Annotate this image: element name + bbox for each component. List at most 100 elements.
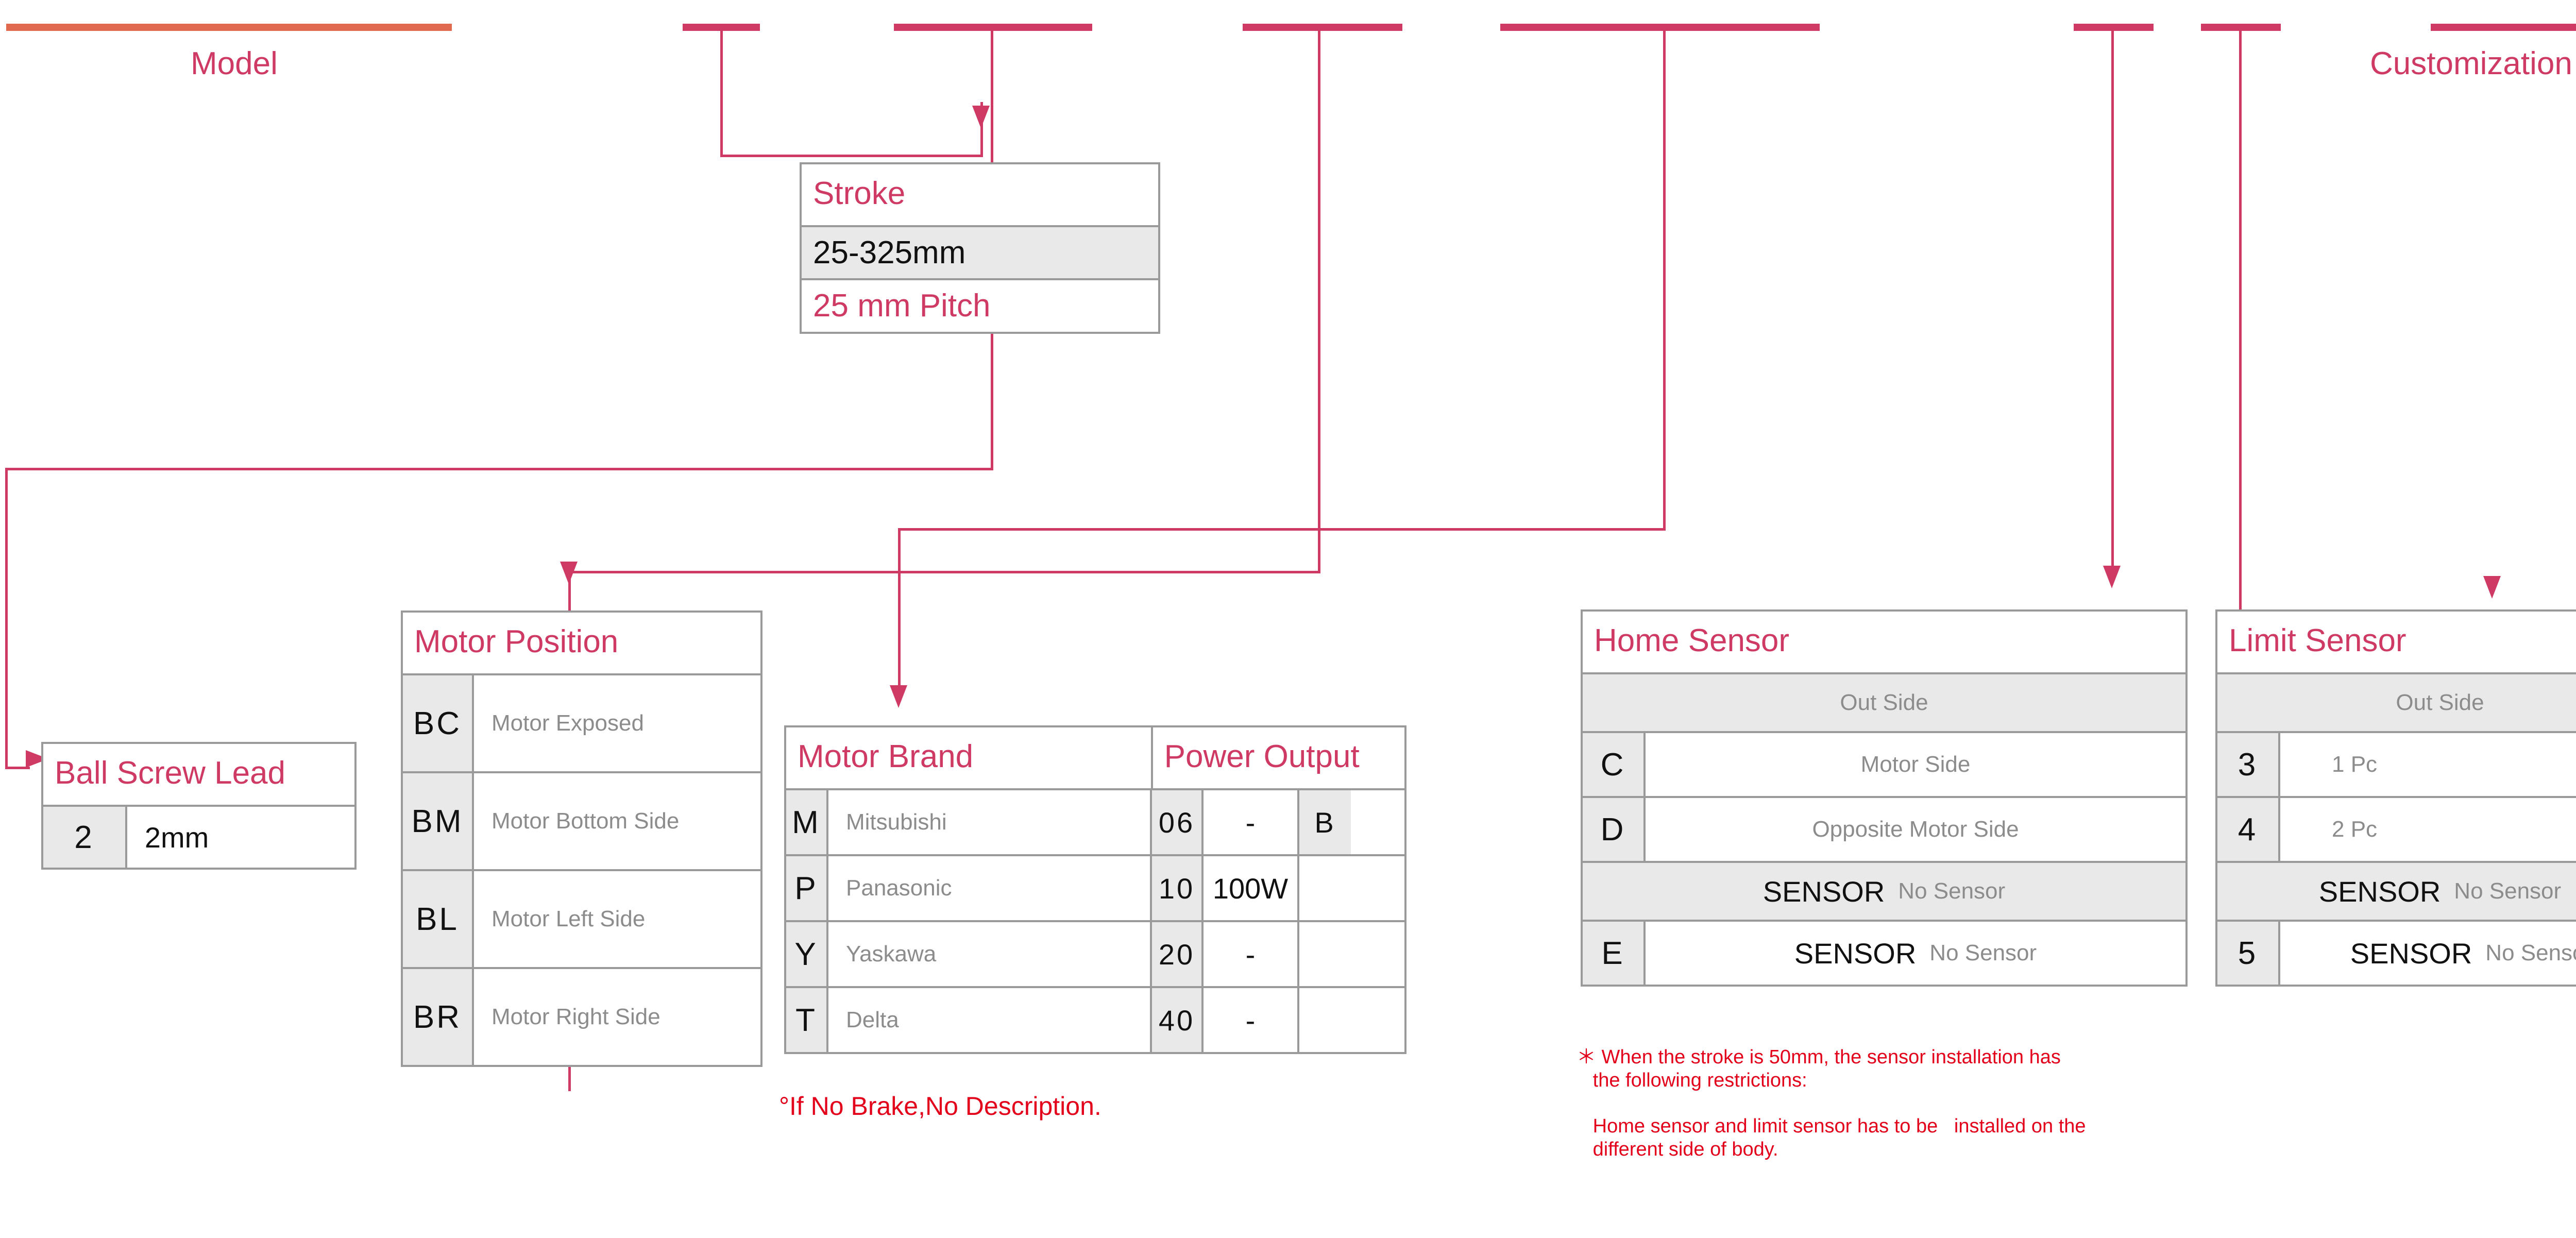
home-sensor-subheader: Out Side xyxy=(1840,690,1928,715)
connector-bsl-v2 xyxy=(5,468,8,768)
motor-brand-code-0: M xyxy=(786,790,826,854)
table-row: BC Motor Exposed xyxy=(403,673,760,771)
motor-position-code-0: BC xyxy=(403,675,472,771)
connector-mb-v1 xyxy=(1663,27,1666,530)
power-output-brake-2 xyxy=(1297,922,1351,986)
motor-position-code-2: BL xyxy=(403,871,472,967)
connector-bsl-h1 xyxy=(5,468,993,470)
code-segment-5 xyxy=(1500,24,1820,31)
table-row: E SENSOR No Sensor xyxy=(1583,920,2185,985)
limit-sensor-desc-1: 2 Pc xyxy=(2278,798,2576,861)
connector-hs-v1 xyxy=(2111,27,2114,573)
limit-sensor-sensor-strong: SENSOR xyxy=(2318,875,2441,908)
ball-screw-lead-title: Ball Screw Lead xyxy=(55,755,286,791)
connector-bsl-h2 xyxy=(5,767,30,769)
limit-sensor-desc-0: 1 Pc xyxy=(2278,733,2576,796)
motor-brand-code-2: Y xyxy=(786,922,826,986)
brake-note: °If No Brake,No Description. xyxy=(779,1092,1101,1121)
stroke-range: 25-325mm xyxy=(802,225,1158,279)
motor-brand-desc-0: Mitsubishi xyxy=(826,790,1150,854)
limit-sensor-subheader-row: Out Side xyxy=(2217,672,2576,731)
limit-sensor-sensor-header: SENSOR No Sensor xyxy=(2217,863,2576,920)
motor-brand-code-3: T xyxy=(786,988,826,1052)
connector-mb-h1 xyxy=(898,528,1666,531)
limit-sensor-subheader: Out Side xyxy=(2396,690,2484,715)
home-sensor-code-2: E xyxy=(1583,922,1643,985)
limit-sensor-sensor-light: No Sensor xyxy=(2454,878,2562,904)
arrow-motor-brand xyxy=(890,685,907,708)
motor-position-code-1: BM xyxy=(403,773,472,869)
home-sensor-title: Home Sensor xyxy=(1594,623,1790,658)
power-output-code-2: 20 xyxy=(1150,922,1201,986)
motor-brand-code-1: P xyxy=(786,856,826,920)
connector-mp-h1 xyxy=(568,571,1320,573)
table-row: 5 SENSOR No Sensor xyxy=(2217,920,2576,985)
table-row: 2 2mm xyxy=(43,805,354,868)
arrow-stroke xyxy=(972,106,990,128)
home-sensor-desc-1: Opposite Motor Side xyxy=(1643,798,2185,861)
motor-position-box: Motor Position BC Motor Exposed BM Motor… xyxy=(401,610,762,1067)
connector-mb-v2 xyxy=(898,528,901,696)
table-row: C Motor Side xyxy=(1583,731,2185,796)
limit-sensor-code-2: 5 xyxy=(2217,922,2278,985)
motor-brand-desc-3: Delta xyxy=(826,988,1150,1052)
table-row: T Delta 40 - xyxy=(786,986,1404,1052)
arrow-home-sensor xyxy=(2103,566,2121,588)
table-row: 3 1 Pc xyxy=(2217,731,2576,796)
limit-sensor-code-1: 4 xyxy=(2217,798,2278,861)
code-segment-4 xyxy=(1243,24,1402,31)
connector-stroke-v2 xyxy=(980,102,983,156)
motor-position-title: Motor Position xyxy=(414,624,619,659)
connector-stroke-h1 xyxy=(720,155,983,157)
connector-stroke-v1 xyxy=(720,27,723,156)
motor-position-desc-1: Motor Bottom Side xyxy=(472,773,760,869)
power-output-watt-0: - xyxy=(1201,790,1297,854)
power-output-title: Power Output xyxy=(1150,727,1404,788)
stroke-pitch: 25 mm Pitch xyxy=(802,278,1158,331)
power-output-brake-0: B xyxy=(1297,790,1351,854)
home-sensor-sensor-strong: SENSOR xyxy=(1762,875,1885,908)
power-output-code-3: 40 xyxy=(1150,988,1201,1052)
limit-sensor-row-strong: SENSOR xyxy=(2350,937,2472,970)
limit-sensor-title: Limit Sensor xyxy=(2229,623,2406,658)
table-row: D Opposite Motor Side xyxy=(1583,796,2185,861)
home-sensor-sensor-row: SENSOR No Sensor xyxy=(1643,922,2185,985)
home-sensor-sensor-light: No Sensor xyxy=(1898,878,2006,904)
motor-brand-desc-2: Yaskawa xyxy=(826,922,1150,986)
home-sensor-box: Home Sensor Out Side C Motor Side D Oppo… xyxy=(1581,609,2188,987)
table-row: Y Yaskawa 20 - xyxy=(786,920,1404,986)
connector-ls-v1 xyxy=(2239,27,2242,620)
table-row: P Panasonic 10 100W xyxy=(786,854,1404,920)
table-row: M Mitsubishi 06 - B xyxy=(786,788,1404,854)
motor-position-desc-2: Motor Left Side xyxy=(472,871,760,967)
power-output-code-0: 06 xyxy=(1150,790,1201,854)
motor-brand-desc-1: Panasonic xyxy=(826,856,1150,920)
table-row: BR Motor Right Side xyxy=(403,967,760,1065)
limit-sensor-box: Limit Sensor Out Side 3 1 Pc 4 2 Pc SENS… xyxy=(2215,609,2576,987)
stroke-title: Stroke xyxy=(813,176,906,211)
home-sensor-desc-0: Motor Side xyxy=(1643,733,2185,796)
motor-brand-title: Motor Brand xyxy=(798,739,974,774)
connector-mp-v1 xyxy=(1318,27,1320,573)
ball-screw-lead-desc: 2mm xyxy=(125,807,354,868)
code-segment-customization xyxy=(2431,24,2576,31)
label-customization-order-no: Customization Order No. xyxy=(2370,46,2576,81)
limit-sensor-sensor-row: SENSOR No Sensor xyxy=(2278,922,2576,985)
motor-brand-power-output-box: Motor Brand Power Output M Mitsubishi 06… xyxy=(784,725,1406,1054)
home-sensor-note: ＊ When the stroke is 50mm, the sensor in… xyxy=(1577,1046,2086,1161)
motor-position-desc-3: Motor Right Side xyxy=(472,969,760,1065)
table-row: BL Motor Left Side xyxy=(403,869,760,967)
label-model: Model xyxy=(191,46,278,81)
motor-position-code-3: BR xyxy=(403,969,472,1065)
home-sensor-sensor-header-row: SENSOR No Sensor xyxy=(1583,861,2185,920)
home-sensor-code-0: C xyxy=(1583,733,1643,796)
limit-sensor-row-light: No Sensor xyxy=(2485,940,2576,965)
power-output-brake-3 xyxy=(1297,988,1351,1052)
home-sensor-row-light: No Sensor xyxy=(1929,940,2037,965)
home-sensor-row-strong: SENSOR xyxy=(1794,937,1917,970)
table-row: 4 2 Pc xyxy=(2217,796,2576,861)
power-output-watt-2: - xyxy=(1201,922,1297,986)
ball-screw-lead-box: Ball Screw Lead 2 2mm xyxy=(41,742,357,870)
home-sensor-code-1: D xyxy=(1583,798,1643,861)
code-segment-model xyxy=(6,24,452,31)
